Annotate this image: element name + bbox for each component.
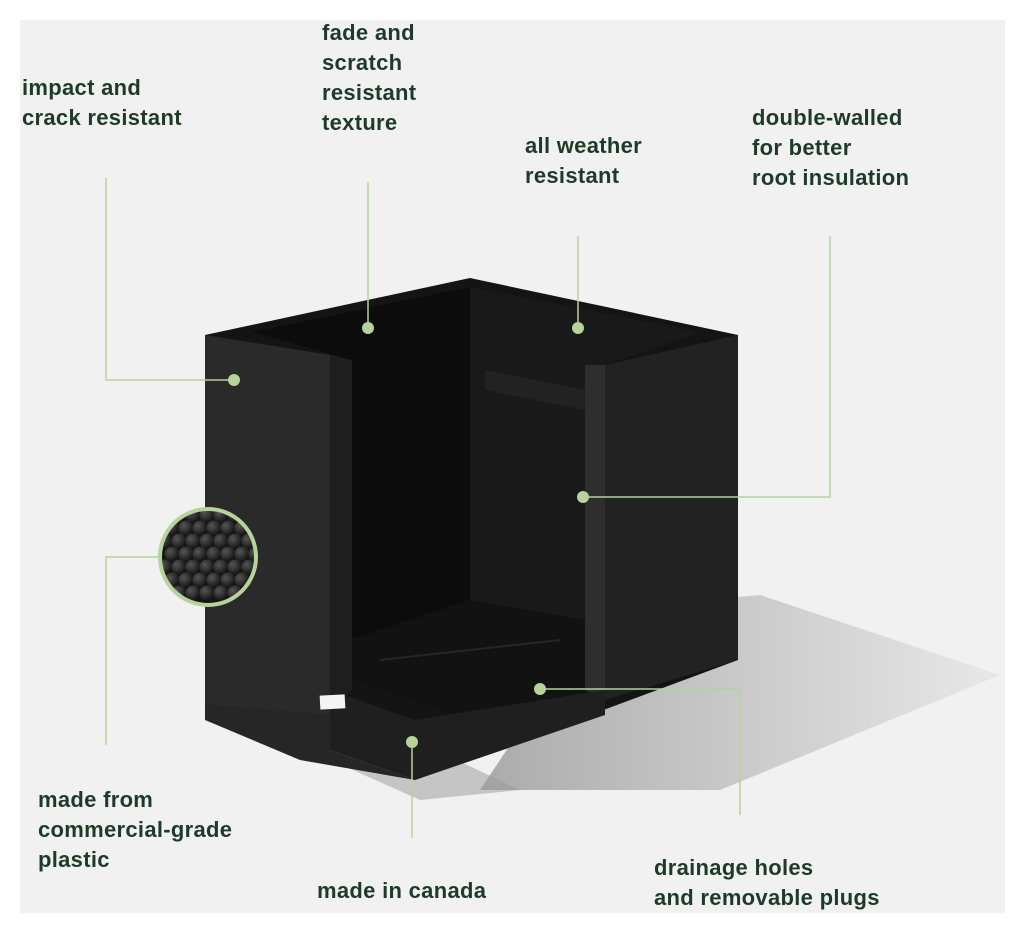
texture-bead [227,533,243,549]
texture-bead [192,572,208,588]
texture-bead [192,520,208,536]
callout-dot-impact [228,374,240,386]
brand-tag [319,694,346,710]
texture-bead [206,546,222,562]
texture-bead [206,572,222,588]
callout-dot-double [577,491,589,503]
texture-bead [199,585,215,601]
texture-bead [192,546,208,562]
label-fade-scratch: fade and scratch resistant texture [322,20,417,135]
texture-bead [234,546,250,562]
texture-bead [164,546,180,562]
label-made-in-canada: made in canada [317,878,487,903]
front-base [330,690,605,780]
texture-bead [185,559,201,575]
texture-bead [199,533,215,549]
texture-bead [213,585,229,601]
texture-bead [185,533,201,549]
texture-bead [171,533,187,549]
label-drainage-holes: drainage holes and removable plugs [654,855,880,910]
texture-bead [162,559,173,575]
texture-closeup [158,507,258,607]
texture-bead [199,511,215,523]
texture-bead [220,546,236,562]
texture-bead [220,520,236,536]
left-wall [205,335,330,715]
label-all-weather: all weather resistant [525,133,643,188]
texture-bead [227,559,243,575]
texture-bead [171,559,187,575]
texture-bead [220,572,236,588]
texture-bead [162,533,173,549]
right-wall [605,335,738,700]
texture-bead [178,546,194,562]
label-commercial-plastic: made from commercial-grade plastic [38,787,233,872]
callout-dot-drainage [534,683,546,695]
callout-dot-weather [572,322,584,334]
label-double-walled: double-walled for better root insulation [752,105,910,190]
texture-bead [162,511,173,523]
texture-bead [185,585,201,601]
callout-dot-fade [362,322,374,334]
texture-bead [213,533,229,549]
texture-bead [206,520,222,536]
label-impact-resistant: impact and crack resistant [22,75,182,130]
texture-bead [178,572,194,588]
callout-dot-canada [406,736,418,748]
texture-bead [199,559,215,575]
texture-bead [213,559,229,575]
texture-bead [178,520,194,536]
callout-lines [105,178,831,838]
texture-bead [248,546,254,562]
